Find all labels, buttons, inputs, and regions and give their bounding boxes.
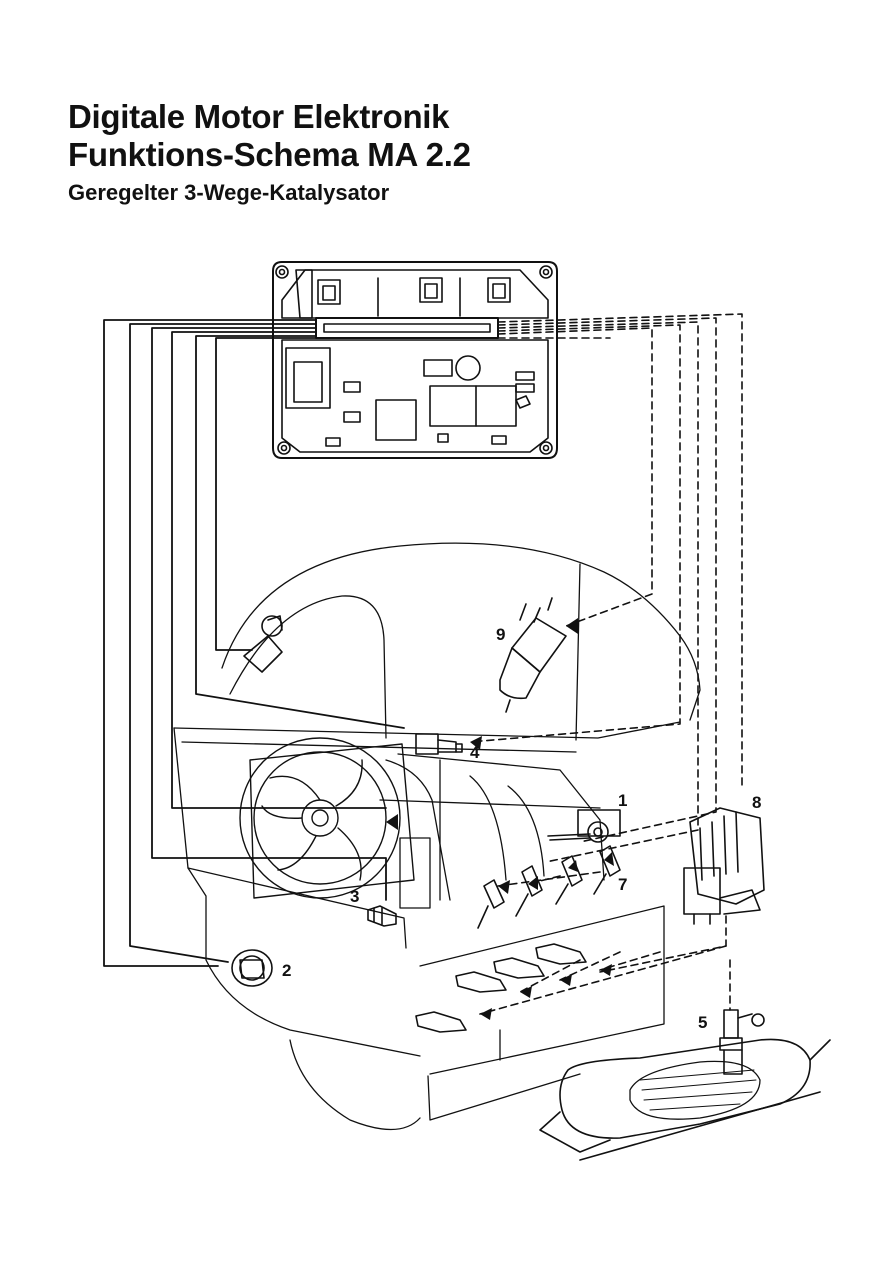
callout-7: 7 [618, 875, 627, 894]
fuel-injectors [477, 845, 621, 929]
callout-5: 5 [698, 1013, 707, 1032]
crank-sensor [231, 949, 273, 987]
page-title: Digitale Motor Elektronik [68, 98, 450, 135]
ignition-switch [243, 615, 283, 673]
callout-9: 9 [496, 625, 505, 644]
engine-block [379, 753, 605, 909]
temperature-sensor [367, 905, 397, 927]
wiring-harness-solid [103, 319, 405, 967]
callout-3: 3 [350, 887, 359, 906]
catalytic-converter [539, 1038, 831, 1161]
callout-8: 8 [752, 793, 761, 812]
page-subtitle: Geregelter 3-Wege-Katalysator [68, 180, 390, 205]
spark-plugs [415, 943, 587, 1033]
signal-arrows [386, 618, 614, 1020]
page-title-secondary: Funktions-Schema MA 2.2 [68, 136, 471, 173]
callout-2: 2 [282, 961, 291, 980]
title-block: Digitale Motor Elektronik Funktions-Sche… [68, 98, 471, 208]
control-unit [272, 261, 558, 459]
ignition-coils [683, 807, 765, 925]
callout-1: 1 [618, 791, 627, 810]
wiring-harness-dashed [469, 313, 743, 1015]
fuel-pump [499, 597, 567, 713]
callout-4: 4 [470, 743, 480, 762]
radiator-fan [239, 737, 415, 899]
throttle-sensor [547, 809, 621, 843]
intake-sensor [415, 733, 463, 755]
